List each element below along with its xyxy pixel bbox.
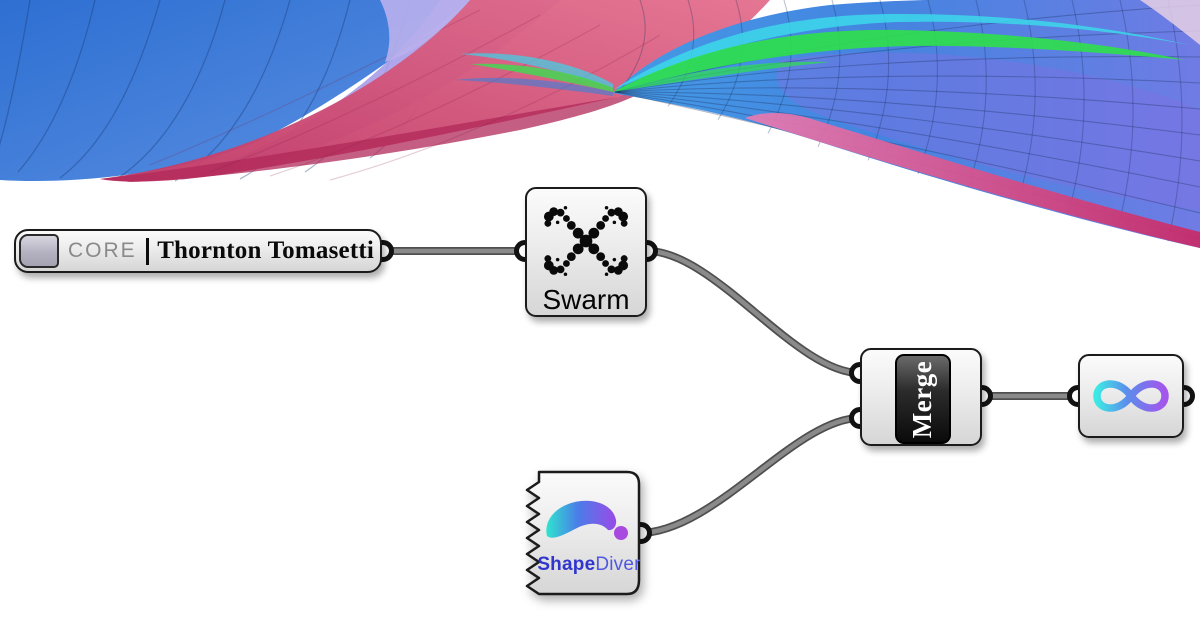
dotted-x-swarm-icon	[543, 205, 629, 277]
shapediver-wave-icon	[546, 500, 628, 540]
infinity-loop-icon	[1093, 380, 1169, 412]
shapediver-node-body[interactable]	[525, 470, 641, 596]
shapediver-label-rest: Diver	[595, 554, 641, 575]
core-divider	[145, 237, 150, 265]
infinity-node[interactable]	[1078, 354, 1184, 438]
core-prefix-label: CORE	[68, 239, 137, 262]
merge-node-label: Merge	[907, 360, 938, 438]
merge-inner-panel: Merge	[895, 354, 951, 444]
wire-swarm-to-merge[interactable]	[643, 247, 864, 377]
shapediver-label-bold: Shape	[537, 554, 596, 575]
core-thornton-tomasetti-node[interactable]: CORE Thornton Tomasetti	[14, 229, 382, 273]
swarm-node-label: Swarm	[542, 284, 630, 315]
core-company-label: Thornton Tomasetti	[157, 237, 375, 264]
swarm-node[interactable]: Swarm	[525, 187, 647, 317]
shapediver-node-label: ShapeDiver	[537, 554, 641, 576]
merge-node[interactable]: Merge	[860, 348, 982, 446]
wire-shapediver-to-merge[interactable]	[635, 414, 864, 537]
core-node-chip	[19, 234, 59, 268]
shapediver-node[interactable]	[523, 470, 641, 596]
